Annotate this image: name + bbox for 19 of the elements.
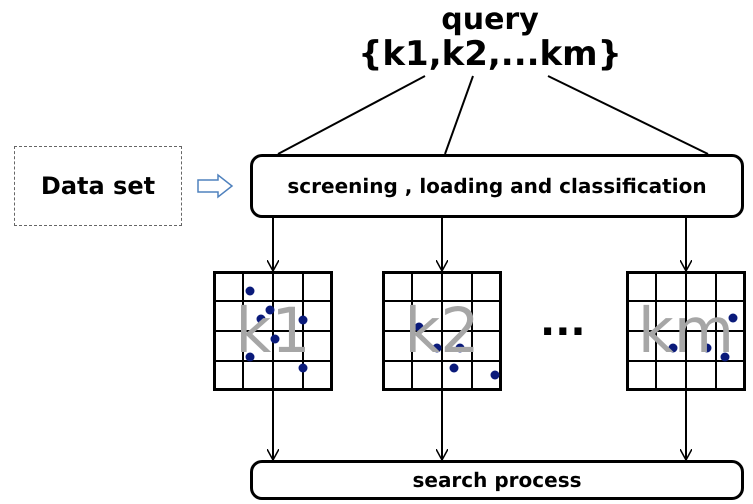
box-label: search process bbox=[412, 468, 582, 492]
keyword-set: {k1,k2,...km} bbox=[358, 36, 622, 74]
block-arrow bbox=[197, 173, 234, 199]
connector-line bbox=[444, 76, 474, 154]
dataset-box bbox=[14, 146, 182, 226]
arrow bbox=[679, 218, 693, 272]
box-label: screening , loading and classification bbox=[287, 174, 707, 198]
connector-line bbox=[278, 75, 426, 155]
process-box bbox=[250, 460, 744, 500]
process-box bbox=[250, 154, 744, 218]
ellipsis: ... bbox=[540, 302, 586, 342]
arrow bbox=[435, 218, 449, 272]
arrow bbox=[266, 391, 280, 461]
query-title: query bbox=[441, 2, 539, 36]
box-label: Data set bbox=[40, 172, 156, 200]
arrow bbox=[435, 391, 449, 461]
connector-line bbox=[548, 75, 708, 155]
arrow bbox=[266, 218, 280, 272]
arrow bbox=[679, 391, 693, 461]
